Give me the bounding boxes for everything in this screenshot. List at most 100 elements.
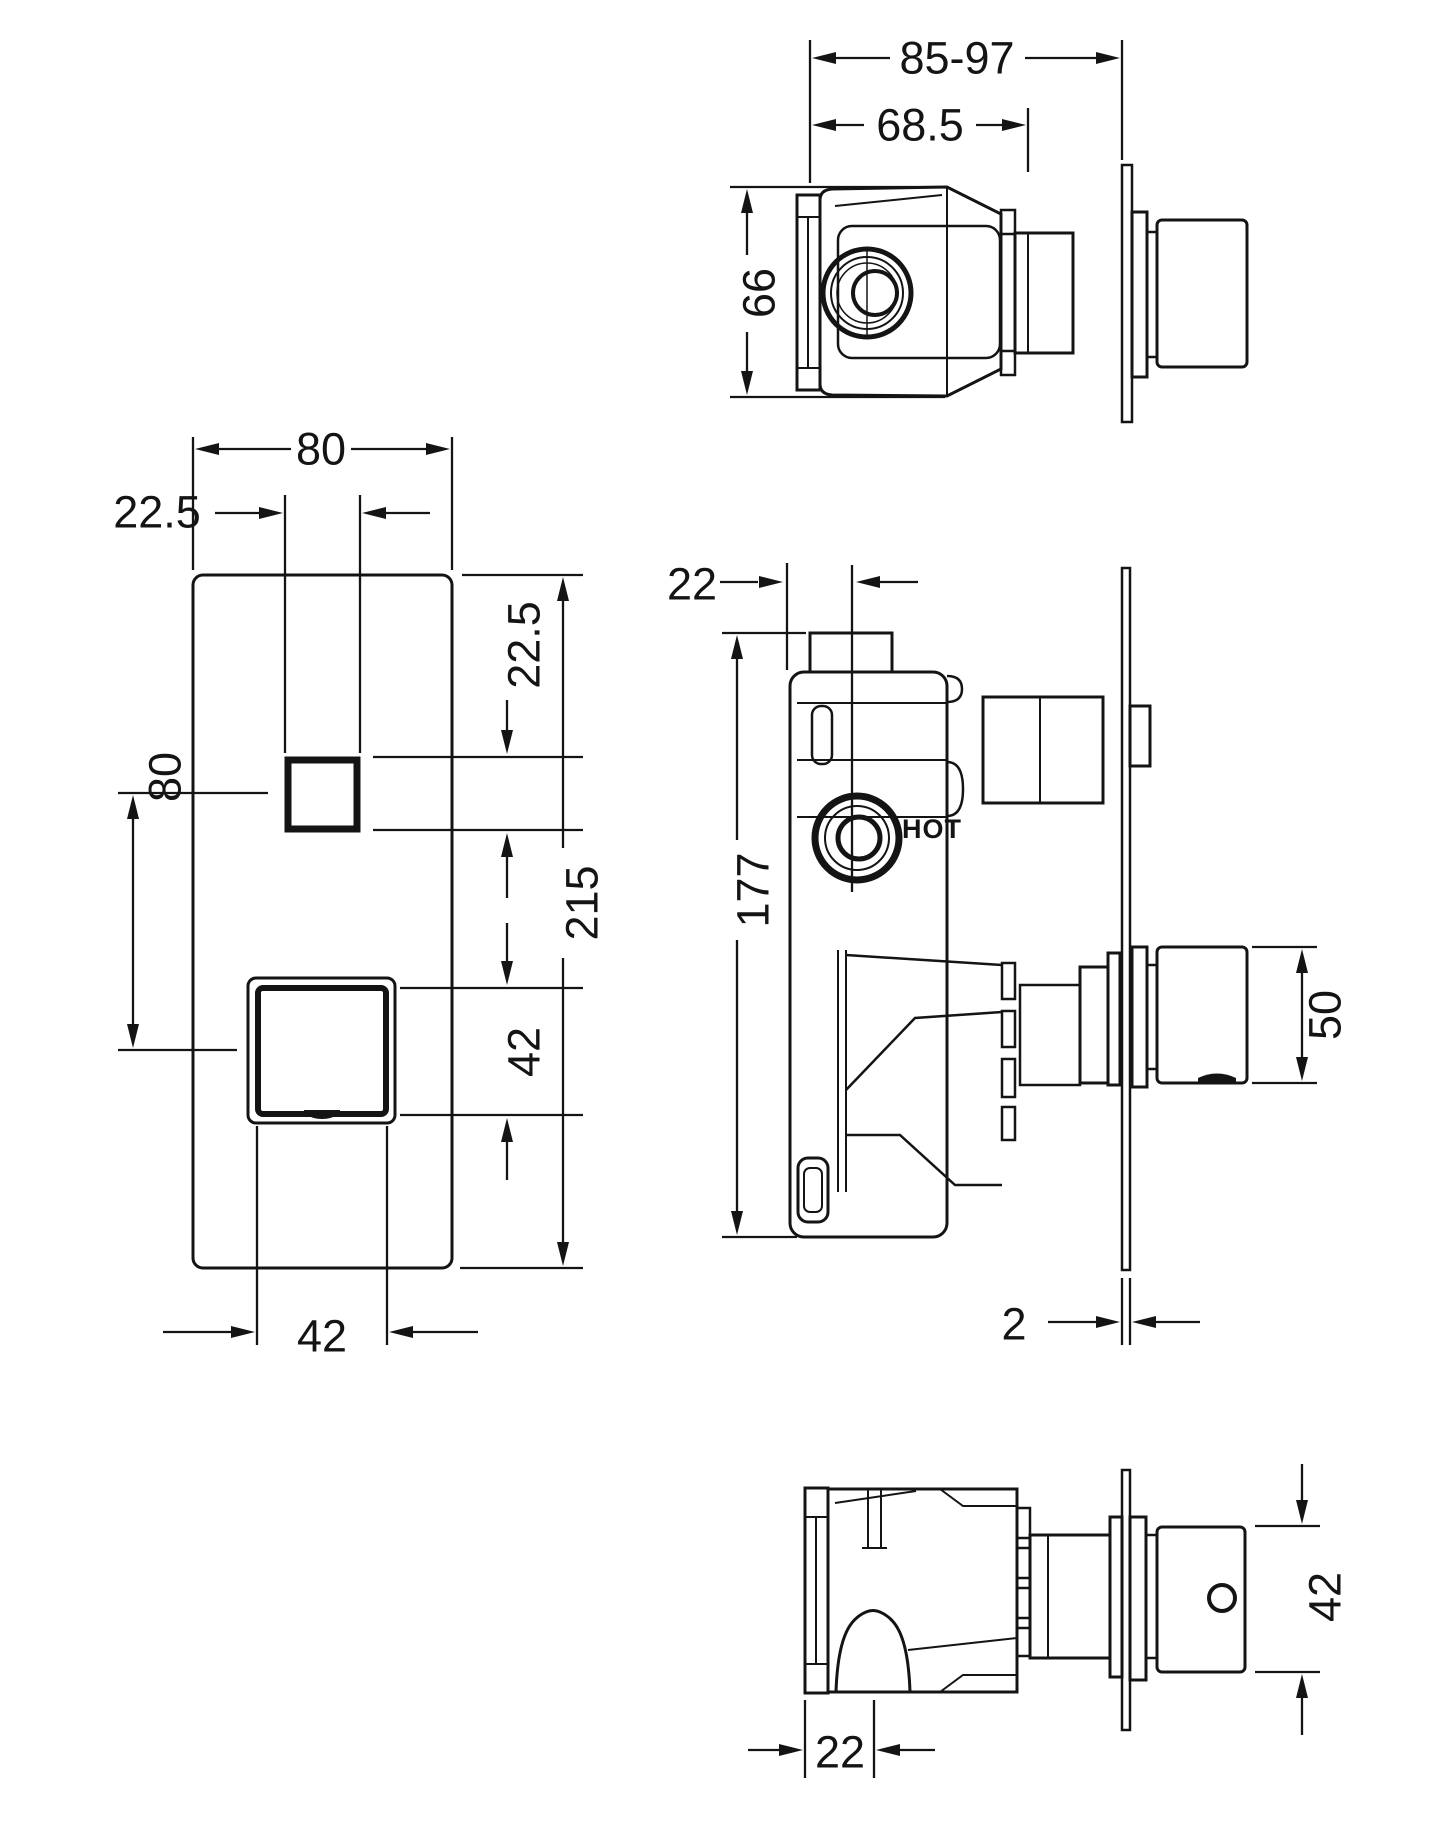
thermostat-stub [1128,704,1152,768]
spacer-block [1015,1626,1032,1658]
dim-bottom-handle-width: 42 [1255,1464,1351,1735]
arrowhead [759,576,783,588]
arrowhead [501,833,513,857]
dim-side-body-height: 177 [722,631,806,1239]
dim-top-depth-range: 85-97 [808,33,1124,183]
dim-side-handle-height: 50 [1252,945,1351,1085]
valve-stem [1028,1533,1112,1660]
handle [1155,218,1249,369]
flow-handle [1155,945,1249,1085]
diverter-button [284,756,361,833]
dim-top-body-width: 66 [730,185,945,399]
arrowhead [1096,52,1120,64]
arrowhead [1296,949,1308,973]
control-knob-inner [255,985,389,1117]
arrowhead [1296,1674,1308,1698]
arrowhead [231,1326,255,1338]
spacer-block [1000,1105,1017,1142]
arrowhead [856,576,880,588]
arrowhead [362,507,386,519]
valve-body-outline [826,1487,1019,1694]
side-body-height-label: 177 [728,852,779,927]
front-button-width-label: 22.5 [113,487,201,538]
flow-stem [1018,983,1082,1087]
valve-stem [1013,231,1075,355]
arrowhead [389,1326,413,1338]
front-knob-width-label: 42 [297,1311,347,1362]
front-width-label: 80 [296,424,346,475]
top-depth-range-label: 85-97 [899,33,1014,84]
arrowhead [557,577,569,601]
dome-shoulder [907,1637,1018,1651]
dim-bottom-port-offset: 22 [748,1700,935,1778]
arrowhead [1132,1316,1156,1328]
wall-plate [1120,566,1132,1272]
stem-collar [1108,1515,1124,1679]
lower-bracket [796,1156,830,1224]
cartridge-bore [851,269,899,317]
side-plate-thickness-label: 2 [1001,1299,1026,1350]
top-view: 85-97 68.5 66 [730,33,1249,424]
arrowhead [1296,1500,1308,1524]
hot-label: HOT [902,814,962,844]
handle-screw-hole [1207,1583,1237,1613]
valve-body-outline [818,185,1003,398]
handle-base [1130,210,1149,379]
hot-inlet-bore [835,814,883,862]
side-handle-height-label: 50 [1300,990,1351,1040]
arrowhead [731,1211,743,1235]
flow-stem-flange [1078,965,1110,1085]
dim-front-height: 215 [460,577,608,1270]
spacer-block [999,349,1017,377]
spacer-block [1015,1506,1032,1540]
bottom-port-offset-label: 22 [815,1727,865,1778]
arrowhead [741,189,753,213]
handle-base [1130,945,1149,1089]
bottom-handle-width-label: 42 [1300,1572,1351,1622]
body-detail-lines [834,1488,1017,1693]
top-body-width-label: 66 [734,268,785,318]
arrowhead [779,1744,803,1756]
front-height-label: 215 [557,865,608,940]
valve-body-outline [788,670,949,1239]
front-knob-height-label: 42 [499,1027,550,1077]
spacer-block [1000,961,1017,1001]
spacer-block [1015,1546,1032,1580]
arrowhead [127,795,139,819]
faceplate-outline [191,573,454,1270]
front-button-top-offset-label: 22.5 [499,601,550,689]
arrowhead [876,1744,900,1756]
dim-front-button-width: 22.5 [113,487,430,753]
front-center-distance-label: 80 [140,752,191,802]
arrowhead [501,961,513,985]
dim-front-width: 80 [191,424,454,570]
bracket-detail [797,216,820,369]
arrowhead [501,1118,513,1142]
dim-front-knob-height: 42 [400,923,583,1180]
handle-base [1128,1515,1148,1682]
front-view: 80 22.5 22.5 42 215 [113,424,607,1362]
dim-front-center-distance: 80 [118,752,268,1052]
arrowhead [501,730,513,754]
control-knob-outer [246,976,397,1125]
dim-side-port-offset: 22 [667,559,918,892]
arrowhead [731,635,743,659]
clamp-inner-outline [836,224,1002,360]
body-front-edge [837,950,847,1192]
lower-bracket-inner [803,1167,823,1213]
handle-notch [1198,1073,1236,1083]
arrowhead [127,1024,139,1048]
arrowhead [259,507,283,519]
clamp-arm-tips [946,674,965,818]
arrowhead [1096,1316,1120,1328]
body-detail-lines [834,187,948,397]
handle [1155,1525,1247,1674]
top-body-depth-label: 68.5 [876,100,964,151]
arrowhead [741,371,753,395]
bottom-port-dome [834,1609,912,1693]
handle-neck [1144,1533,1159,1660]
spacer-block [1000,1057,1017,1099]
arrowhead [195,443,219,455]
dim-top-body-depth: 68.5 [812,100,1030,172]
